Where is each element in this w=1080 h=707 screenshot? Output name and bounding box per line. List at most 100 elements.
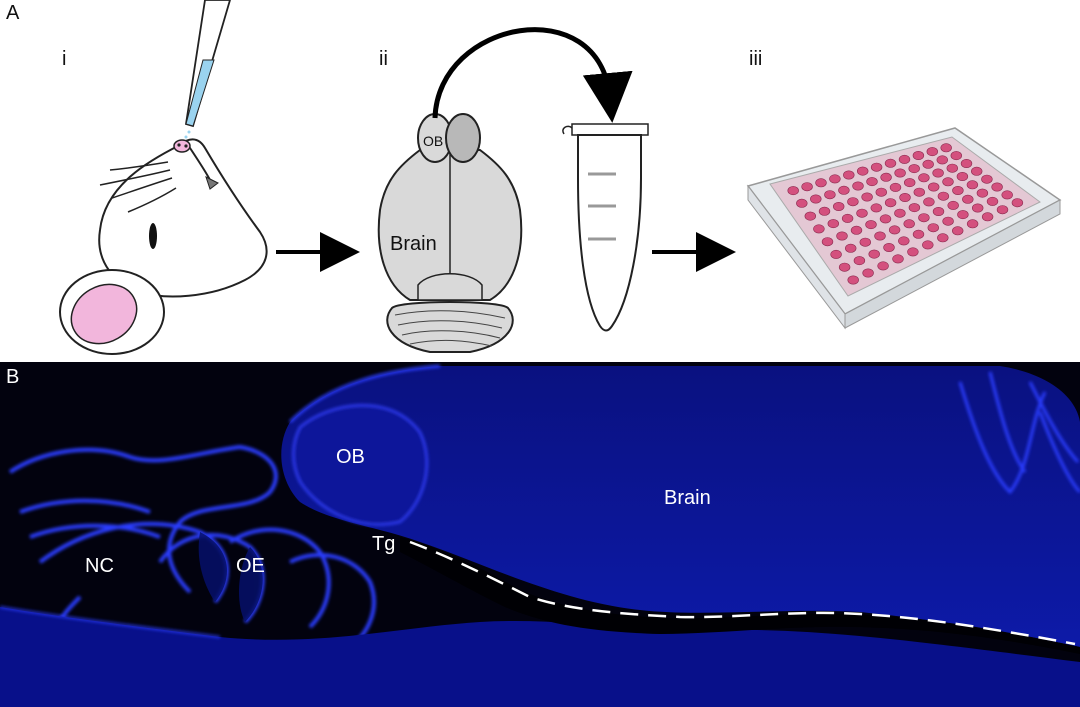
mouse-nose-bridge xyxy=(187,144,211,181)
trigeminal-channel xyxy=(400,537,1080,654)
mouse-mouth xyxy=(205,176,219,190)
well xyxy=(932,168,944,178)
well xyxy=(830,249,842,259)
well xyxy=(796,198,808,208)
well xyxy=(850,225,863,235)
well xyxy=(922,240,934,250)
well xyxy=(815,178,827,188)
well xyxy=(942,216,954,226)
brain-illustration: OB Brain xyxy=(377,113,523,353)
well xyxy=(918,173,930,183)
well xyxy=(884,158,897,168)
well xyxy=(912,151,925,161)
well xyxy=(956,172,969,182)
well xyxy=(903,219,915,229)
label-nc: NC xyxy=(85,555,114,577)
well xyxy=(957,210,969,220)
cerebellum-folds xyxy=(958,371,1080,495)
well xyxy=(843,170,855,180)
brain-text: Brain xyxy=(390,233,437,255)
well xyxy=(847,197,859,207)
well xyxy=(884,198,897,208)
well xyxy=(971,203,984,213)
well xyxy=(829,174,841,184)
label-tg: Tg xyxy=(372,533,395,555)
well xyxy=(912,229,925,239)
well xyxy=(952,186,964,196)
well xyxy=(804,211,816,221)
well xyxy=(981,174,993,184)
well xyxy=(879,214,892,224)
well xyxy=(874,231,886,241)
label-oe: OE xyxy=(236,555,265,577)
well xyxy=(898,154,911,164)
well xyxy=(853,256,866,266)
well xyxy=(950,151,962,161)
well xyxy=(894,208,906,218)
well xyxy=(1001,190,1013,200)
well xyxy=(918,213,930,223)
step-i-label: i xyxy=(62,48,67,70)
well xyxy=(937,191,950,201)
well-plate-illustration xyxy=(746,127,1062,330)
well xyxy=(970,166,983,176)
well xyxy=(899,193,911,203)
tube-illustration xyxy=(562,123,649,332)
well xyxy=(787,186,799,196)
label-brain: Brain xyxy=(664,487,711,509)
panel-b-fluorescence-image: OB Brain NC OE Tg B xyxy=(0,362,1080,707)
well xyxy=(875,187,887,197)
well xyxy=(937,233,949,243)
pipette-illustration xyxy=(184,0,231,139)
well xyxy=(818,206,831,216)
well xyxy=(926,147,938,157)
well xyxy=(870,162,883,172)
well xyxy=(907,247,919,257)
well xyxy=(947,200,959,210)
well xyxy=(922,159,934,169)
ear-inner xyxy=(70,283,138,345)
whiskers xyxy=(99,161,177,213)
panel-a: A i ii iii xyxy=(6,0,1062,355)
brain-tissue xyxy=(281,366,1080,647)
label-ob: OB xyxy=(336,446,365,468)
well xyxy=(861,192,873,202)
olfactory-bulb xyxy=(292,404,428,526)
well xyxy=(877,261,889,271)
well xyxy=(810,194,822,204)
nasal-turbinates xyxy=(8,444,376,649)
step-ii-label: ii xyxy=(379,48,388,70)
well xyxy=(942,177,954,187)
trigeminal-dashed-path xyxy=(409,540,1076,646)
cerebellum xyxy=(386,301,514,353)
panel-a-label: A xyxy=(6,2,20,24)
well xyxy=(966,219,979,229)
well xyxy=(1011,198,1024,208)
well xyxy=(838,262,851,272)
well xyxy=(852,181,864,191)
well xyxy=(821,237,834,247)
well xyxy=(966,180,979,190)
well xyxy=(841,213,854,223)
well xyxy=(962,194,974,204)
well xyxy=(996,205,1009,215)
well xyxy=(923,197,935,207)
well xyxy=(903,178,916,188)
ob-right xyxy=(445,113,481,163)
well xyxy=(856,208,868,218)
well xyxy=(932,207,945,217)
well xyxy=(936,155,948,165)
mouse-eye xyxy=(149,223,157,249)
wells-group xyxy=(787,143,1024,285)
mouse-head-illustration xyxy=(59,138,268,355)
turbinate-fill xyxy=(198,532,263,622)
well xyxy=(960,159,973,169)
curved-arrow-to-tube xyxy=(432,27,633,123)
step-iii-label: iii xyxy=(749,48,763,70)
well xyxy=(946,163,958,173)
well xyxy=(865,220,877,230)
well xyxy=(836,231,848,241)
well xyxy=(827,219,839,229)
well xyxy=(892,254,904,264)
well xyxy=(832,202,845,212)
